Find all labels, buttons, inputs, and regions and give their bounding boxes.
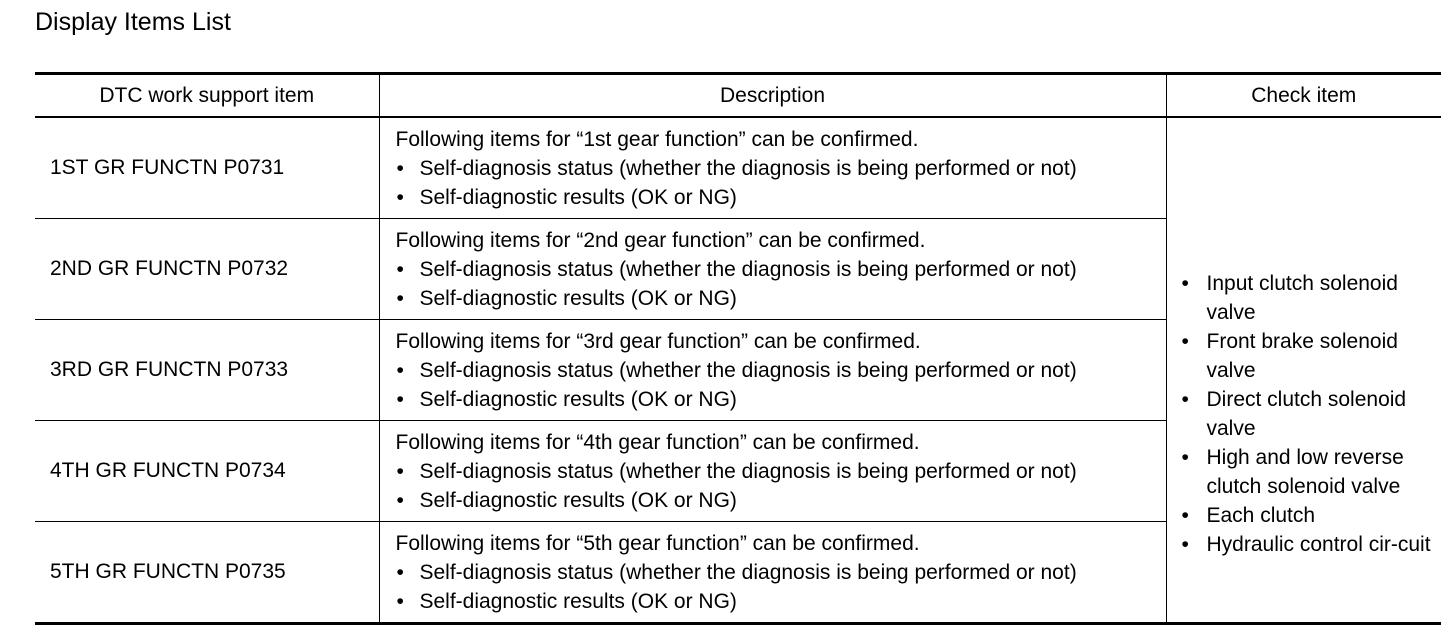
header-check-item: Check item xyxy=(1165,73,1441,118)
bullet-mark: • xyxy=(396,589,404,613)
table-row: 4TH GR FUNCTN P0734 Following items for … xyxy=(35,420,1441,522)
description-cell: Following items for “2nd gear function” … xyxy=(378,218,1166,320)
description-intro: Following items for “3rd gear function” … xyxy=(395,329,921,353)
bullet-mark: • xyxy=(396,488,404,512)
description-bullet: • Self-diagnostic results (OK or NG) xyxy=(396,183,1166,212)
dtc-item-cell: 4TH GR FUNCTN P0734 xyxy=(35,420,379,522)
bullet-text: Self-diagnostic results (OK or NG) xyxy=(419,185,737,209)
description-bullet: • Self-diagnosis status (whether the diag… xyxy=(396,558,1166,587)
page-title: Display Items List xyxy=(35,8,231,36)
check-item-cell: • Input clutch solenoid valve • Front brak… xyxy=(1165,117,1442,624)
bullet-mark: • xyxy=(1181,330,1189,353)
check-item-entry: • Front brake solenoid valve xyxy=(1181,327,1442,385)
bullet-mark: • xyxy=(1181,272,1189,295)
check-item-entry: • High and low reverse clutch solenoid va… xyxy=(1181,443,1442,501)
description-intro: Following items for “1st gear function” … xyxy=(395,127,919,151)
check-item-entry: • Hydraulic control cir-cuit xyxy=(1181,530,1442,559)
description-bullet: • Self-diagnostic results (OK or NG) xyxy=(396,486,1166,515)
description-intro: Following items for “2nd gear function” … xyxy=(395,228,926,252)
bullet-text: Self-diagnosis status (whether the diagn… xyxy=(419,459,1077,483)
check-item-text: Input clutch solenoid valve xyxy=(1206,272,1398,324)
check-item-entry: • Each clutch xyxy=(1181,501,1442,530)
bullet-mark: • xyxy=(396,387,404,411)
table-row: 1ST GR FUNCTN P0731 Following items for … xyxy=(35,117,1441,624)
table-row: 5TH GR FUNCTN P0735 Following items for … xyxy=(35,521,1441,624)
check-item-text: Each clutch xyxy=(1206,504,1316,527)
bullet-text: Self-diagnosis status (whether the diagn… xyxy=(419,156,1077,180)
dtc-item-cell: 3RD GR FUNCTN P0733 xyxy=(35,319,379,421)
description-bullet: • Self-diagnostic results (OK or NG) xyxy=(396,385,1166,414)
description-bullet: • Self-diagnosis status (whether the diag… xyxy=(396,154,1166,183)
description-bullet: • Self-diagnosis status (whether the diag… xyxy=(396,255,1166,284)
bullet-text: Self-diagnostic results (OK or NG) xyxy=(419,387,737,411)
check-item-entry: • Input clutch solenoid valve xyxy=(1181,269,1442,327)
bullet-mark: • xyxy=(1181,504,1189,527)
bullet-text: Self-diagnostic results (OK or NG) xyxy=(419,589,737,613)
table-row: 3RD GR FUNCTN P0733 Following items for … xyxy=(35,319,1441,421)
check-item-text: Front brake solenoid valve xyxy=(1206,330,1398,382)
bullet-text: Self-diagnostic results (OK or NG) xyxy=(419,488,737,512)
description-cell: Following items for “1st gear function” … xyxy=(378,117,1166,219)
bullet-mark: • xyxy=(396,560,404,584)
bullet-mark: • xyxy=(396,185,404,209)
description-cell: Following items for “5th gear function” … xyxy=(378,521,1166,624)
check-item-entry: • Direct clutch solenoid valve xyxy=(1181,385,1442,443)
description-cell: Following items for “3rd gear function” … xyxy=(378,319,1166,421)
bullet-text: Self-diagnosis status (whether the diagn… xyxy=(419,358,1077,382)
bullet-mark: • xyxy=(396,358,404,382)
description-intro: Following items for “4th gear function” … xyxy=(395,430,920,454)
description-bullet: • Self-diagnostic results (OK or NG) xyxy=(396,284,1166,313)
dtc-item-cell: 5TH GR FUNCTN P0735 xyxy=(35,521,379,624)
bullet-text: Self-diagnosis status (whether the diagn… xyxy=(419,560,1077,584)
bullet-mark: • xyxy=(396,459,404,483)
description-intro: Following items for “5th gear function” … xyxy=(395,531,920,555)
dtc-item-cell: 2ND GR FUNCTN P0732 xyxy=(35,218,379,320)
bullet-mark: • xyxy=(396,156,404,180)
bullet-mark: • xyxy=(396,286,404,310)
table-row: 2ND GR FUNCTN P0732 Following items for … xyxy=(35,218,1441,320)
check-item-text: High and low reverse clutch solenoid val… xyxy=(1206,446,1404,498)
header-dtc-work-support-item: DTC work support item xyxy=(35,73,379,118)
bullet-text: Self-diagnostic results (OK or NG) xyxy=(419,286,737,310)
header-description: Description xyxy=(378,73,1166,118)
check-item-text: Hydraulic control cir-cuit xyxy=(1206,533,1431,556)
table-header-row: DTC work support item Description Check … xyxy=(35,73,1441,118)
description-bullet: • Self-diagnostic results (OK or NG) xyxy=(396,587,1166,616)
display-items-table: DTC work support item Description Check … xyxy=(35,72,1441,625)
description-bullet: • Self-diagnosis status (whether the diag… xyxy=(396,356,1166,385)
bullet-mark: • xyxy=(1181,446,1189,469)
bullet-mark: • xyxy=(1181,533,1189,556)
dtc-item-cell: 1ST GR FUNCTN P0731 xyxy=(50,156,285,179)
bullet-mark: • xyxy=(396,257,404,281)
description-cell: Following items for “4th gear function” … xyxy=(378,420,1166,522)
bullet-text: Self-diagnosis status (whether the diagn… xyxy=(419,257,1077,281)
bullet-mark: • xyxy=(1181,388,1189,411)
description-bullet: • Self-diagnosis status (whether the diag… xyxy=(396,457,1166,486)
check-item-text: Direct clutch solenoid valve xyxy=(1206,388,1407,440)
